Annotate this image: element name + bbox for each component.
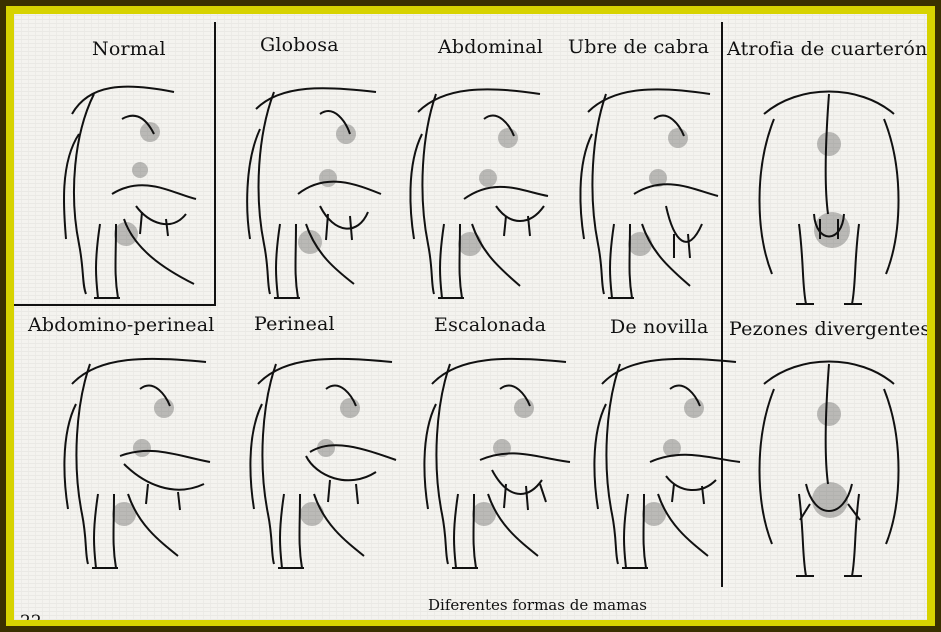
normal-box-right-line <box>214 22 216 306</box>
page-number: 22 <box>20 612 42 620</box>
cow-illustration-atrofia-de-cuarteron <box>744 74 914 309</box>
cow-illustration-globosa <box>236 74 386 304</box>
cow-illustration-ubre-de-cabra <box>570 74 720 304</box>
figure-canvas: Normal Globosa Abdominal Ubre de cabra A… <box>14 14 927 620</box>
cow-illustration-abdominal <box>400 74 550 304</box>
label-globosa: Globosa <box>260 34 339 56</box>
cow-illustration-perineal <box>240 344 400 574</box>
label-abdomino-perineal: Abdomino-perineal <box>28 314 215 336</box>
label-pezones-divergentes: Pezones divergentes <box>729 318 927 340</box>
cow-illustration-abdomino-perineal <box>54 344 214 574</box>
label-de-novilla: De novilla <box>610 316 708 338</box>
shading <box>114 122 160 246</box>
cow-illustration-de-novilla <box>584 344 744 574</box>
cow-illustration-escalonada <box>414 344 574 574</box>
cow-side-drawing <box>64 87 196 298</box>
cow-illustration-normal <box>54 74 204 304</box>
cow-illustration-pezones-divergentes <box>744 344 914 584</box>
figure-caption: Diferentes formas de mamas <box>428 596 647 614</box>
label-ubre-de-cabra: Ubre de cabra <box>568 36 709 58</box>
label-atrofia-de-cuarteron: Atrofia de cuarterón <box>727 38 927 60</box>
label-normal: Normal <box>92 38 166 60</box>
label-escalonada: Escalonada <box>434 314 546 336</box>
label-abdominal: Abdominal <box>438 36 543 58</box>
normal-box-bottom-line <box>14 304 216 306</box>
label-perineal: Perineal <box>254 313 335 335</box>
